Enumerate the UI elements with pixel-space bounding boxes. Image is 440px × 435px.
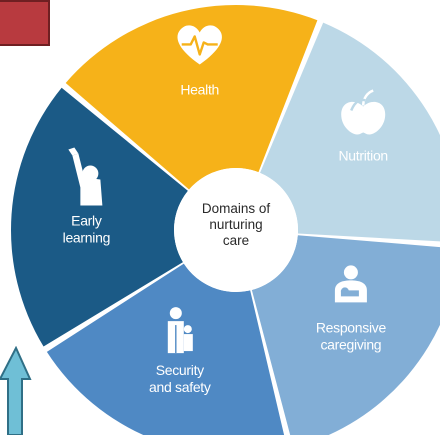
segment-label-nutrition-1: Nutrition bbox=[338, 148, 387, 164]
up-arrow-icon bbox=[0, 346, 32, 435]
segment-label-learning-2: learning bbox=[63, 230, 110, 246]
segment-nutrition bbox=[260, 22, 440, 242]
segment-label-learning-1: Early bbox=[71, 213, 102, 229]
red-corner-block bbox=[0, 0, 50, 46]
parent-child-icon bbox=[167, 307, 193, 354]
segment-health bbox=[65, 5, 318, 190]
segment-label-responsive-2: caregiving bbox=[320, 336, 381, 352]
segment-learning bbox=[11, 87, 188, 347]
segment-label-responsive-1: Responsive bbox=[316, 319, 387, 335]
center-label-line-3: care bbox=[223, 233, 249, 248]
heart-pulse-icon bbox=[177, 25, 222, 65]
segment-security bbox=[46, 263, 285, 435]
segment-label-health-1: Health bbox=[180, 81, 219, 97]
segment-responsive bbox=[251, 235, 440, 435]
caregiver-child-icon bbox=[334, 265, 367, 303]
center-disc bbox=[174, 168, 298, 292]
segment-label-security-2: and safety bbox=[149, 379, 211, 395]
raised-hand-child-icon bbox=[68, 147, 103, 206]
center-label-line-1: Domains of bbox=[202, 201, 271, 216]
segment-label-security-1: Security bbox=[156, 362, 204, 378]
center-label-line-2: nurturing bbox=[209, 217, 262, 232]
apple-icon bbox=[341, 89, 386, 135]
